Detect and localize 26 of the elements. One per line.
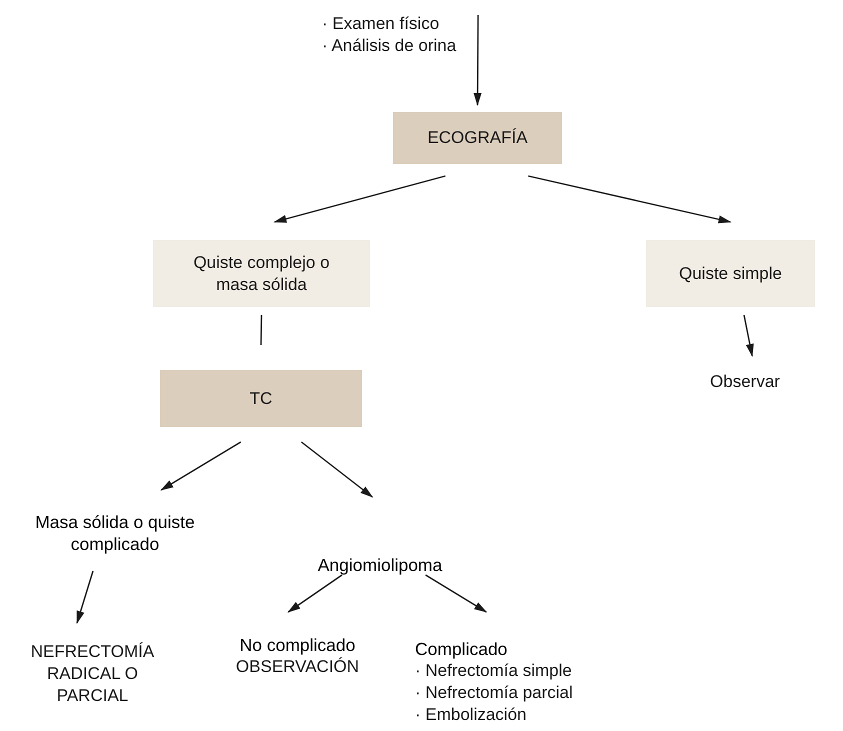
arrow <box>287 574 342 613</box>
list-item: · Nefrectomía simple <box>415 660 573 682</box>
arrow <box>274 175 446 223</box>
list-item: · Nefrectomía parcial <box>415 682 574 704</box>
process-box: ECOGRAFÍA <box>393 112 562 164</box>
connector-line <box>260 314 262 346</box>
arrow <box>474 15 482 106</box>
arrow <box>300 441 374 498</box>
outcome-text: Observar <box>700 370 790 394</box>
process-box: TC <box>160 370 362 427</box>
result-box: Quiste complejo o masa sólida <box>153 240 370 307</box>
arrow <box>528 175 732 224</box>
list-item: · Embolización <box>415 704 528 726</box>
heading-text: Complicado <box>415 638 508 660</box>
list-item: · Análisis de orina <box>322 35 458 57</box>
arrow <box>160 441 242 491</box>
list-item: OBSERVACIÓN <box>236 656 360 678</box>
heading-text: No complicado <box>240 634 356 656</box>
arrow <box>76 570 94 624</box>
result-box: Quiste simple <box>646 240 815 307</box>
finding-text: Angiomiolipoma <box>285 553 475 577</box>
arrow <box>743 314 754 357</box>
treatment-text: NEFRECTOMÍA RADICAL O PARCIAL <box>15 636 170 712</box>
arrow <box>425 574 488 613</box>
list-item: · Examen físico <box>322 13 440 35</box>
finding-text: Masa sólida o quiste complicado <box>5 505 225 561</box>
